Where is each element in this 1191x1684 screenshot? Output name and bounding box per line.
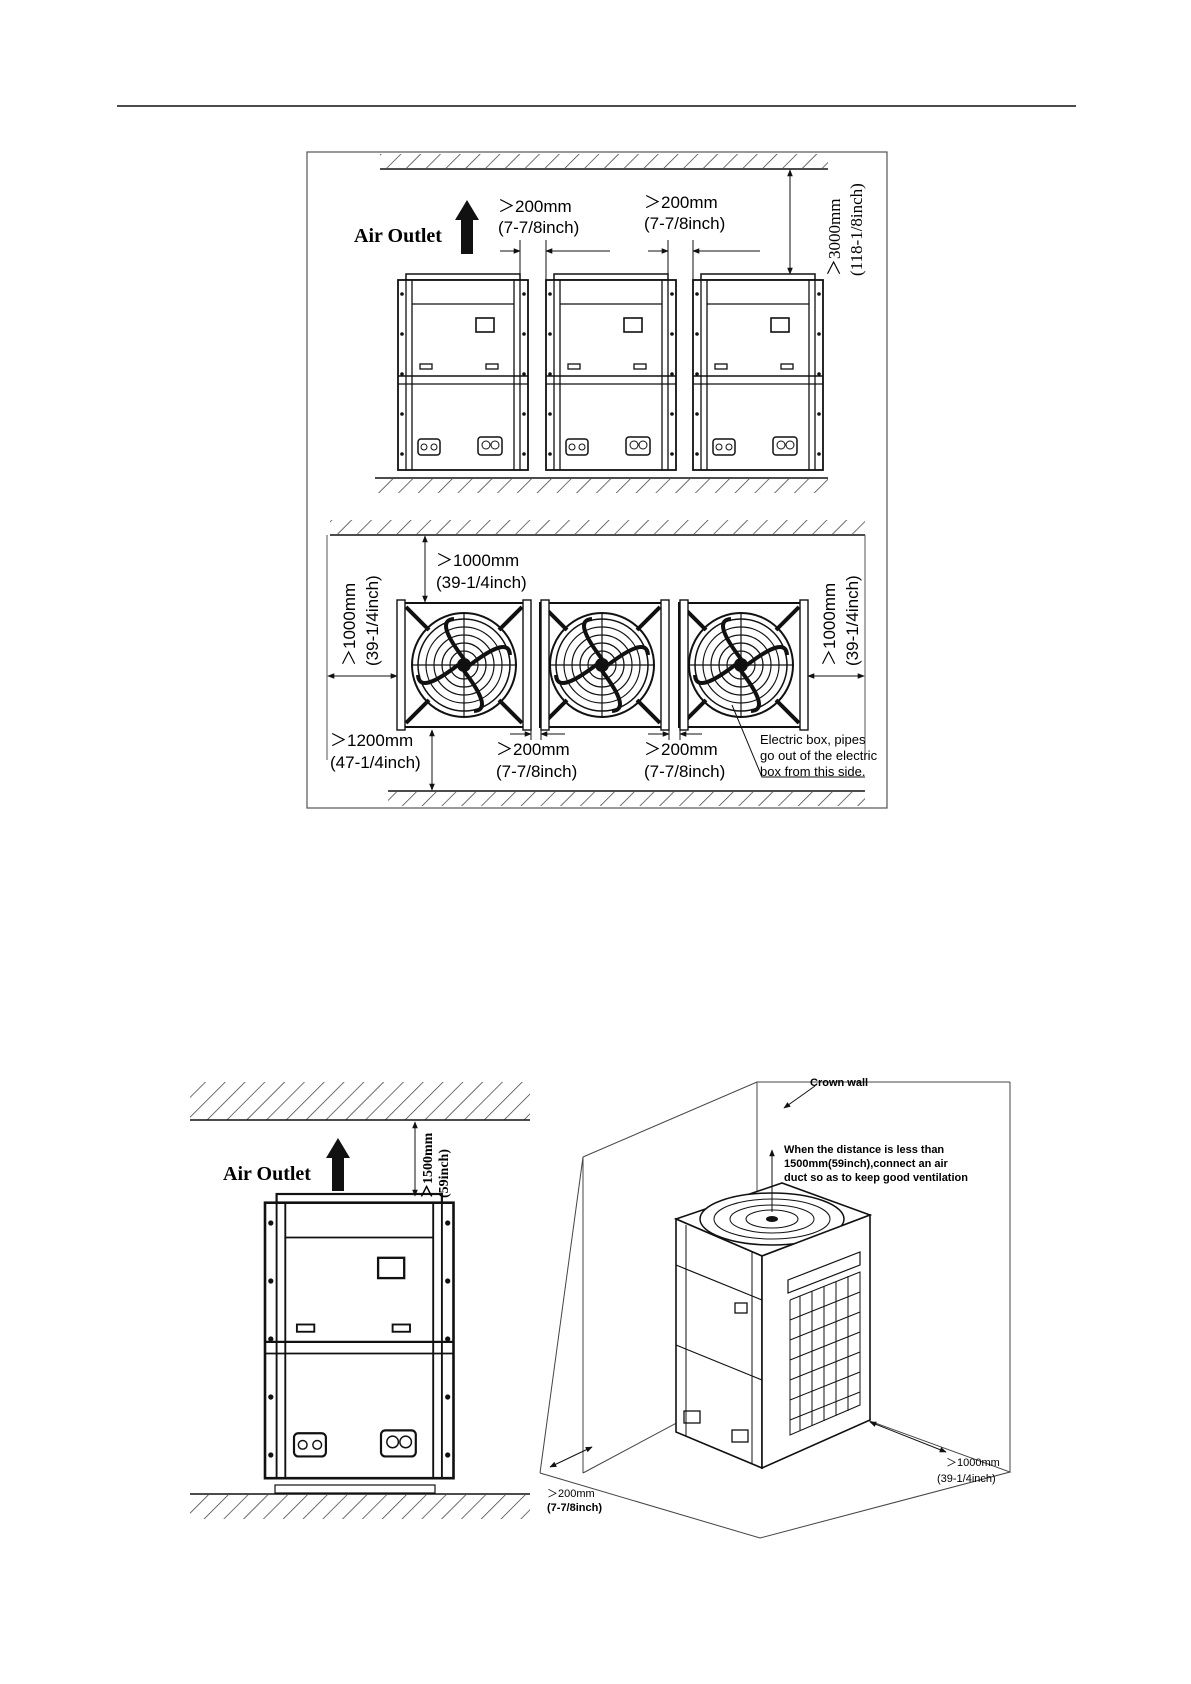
- single-top-inch-label: (59inch): [437, 1149, 452, 1198]
- plan-top-inch-label: (39-1/4inch): [436, 573, 527, 592]
- plan-top-wall: [330, 520, 865, 536]
- plan-gap2-inch-label: (7-7/8inch): [644, 762, 725, 781]
- single-air-outlet-label: Air Outlet: [223, 1163, 311, 1185]
- iso-left-inch-label: (7-7/8inch): [547, 1502, 602, 1514]
- iso-note-line2: 1500mm(59inch),connect an air: [784, 1158, 949, 1170]
- top-clearance-mm-label: ＞3000mm: [825, 199, 844, 276]
- floor-ground: [375, 477, 828, 493]
- single-top-mm-label: ＞1500mm: [421, 1132, 436, 1198]
- figure-frame: [306, 151, 888, 809]
- gap2-inch-label: (7-7/8inch): [644, 214, 725, 233]
- iso-left-mm-label: ＞200mm: [547, 1488, 595, 1500]
- single-floor: [190, 1493, 530, 1519]
- plan-bottom-inch-label: (47-1/4inch): [330, 753, 421, 772]
- plan-gap1-inch-label: (7-7/8inch): [496, 762, 577, 781]
- plan-left-mm-label: ＞1000mm: [340, 583, 359, 666]
- single-outdoor-unit-front: [263, 1192, 455, 1480]
- iso-note-line3: duct so as to keep good ventilation: [784, 1172, 968, 1184]
- plan-gap1-mm-label: ＞200mm: [496, 740, 570, 759]
- air-outlet-label: Air Outlet: [354, 225, 442, 247]
- plan-gap2-mm-label: ＞200mm: [644, 740, 718, 759]
- crown-wall-label: Crown wall: [810, 1077, 868, 1089]
- fan-unit-plan-3: [677, 601, 805, 729]
- plan-left-inch-label: (39-1/4inch): [363, 575, 382, 666]
- electric-box-note-line1: Electric box, pipes: [760, 732, 866, 747]
- plan-bottom-wall: [388, 790, 865, 806]
- outdoor-unit-front-1: [397, 273, 529, 471]
- gap1-inch-label: (7-7/8inch): [498, 218, 579, 237]
- fan-unit-plan-1: [400, 601, 528, 729]
- iso-outdoor-unit: [673, 1182, 873, 1470]
- iso-right-inch-label: (39-1/4inch): [937, 1473, 996, 1485]
- plan-right-inch-label: (39-1/4inch): [843, 575, 862, 666]
- air-outlet-arrow-icon: [455, 200, 479, 254]
- plan-top-mm-label: ＞1000mm: [436, 551, 519, 570]
- plan-right-mm-label: ＞1000mm: [820, 583, 839, 666]
- top-clearance-inch-label: (118-1/8inch): [847, 183, 866, 276]
- gap2-mm-label: ＞200mm: [644, 193, 718, 212]
- iso-right-mm-label: ＞1000mm: [946, 1457, 1000, 1469]
- fan-unit-plan-2: [538, 601, 666, 729]
- plan-bottom-mm-label: ＞1200mm: [330, 731, 413, 750]
- outdoor-unit-front-2: [545, 273, 677, 471]
- electric-box-note-line2: go out of the electric: [760, 748, 878, 763]
- iso-note-line1: When the distance is less than: [784, 1144, 944, 1156]
- gap1-mm-label: ＞200mm: [498, 197, 572, 216]
- single-air-outlet-arrow-icon: [326, 1138, 350, 1191]
- single-ceiling-wall: [190, 1082, 530, 1121]
- electric-box-leader: [731, 704, 865, 778]
- ceiling-wall: [380, 154, 828, 170]
- outdoor-unit-front-3: [692, 273, 824, 471]
- electric-box-note-line3: box from this side.: [760, 764, 866, 779]
